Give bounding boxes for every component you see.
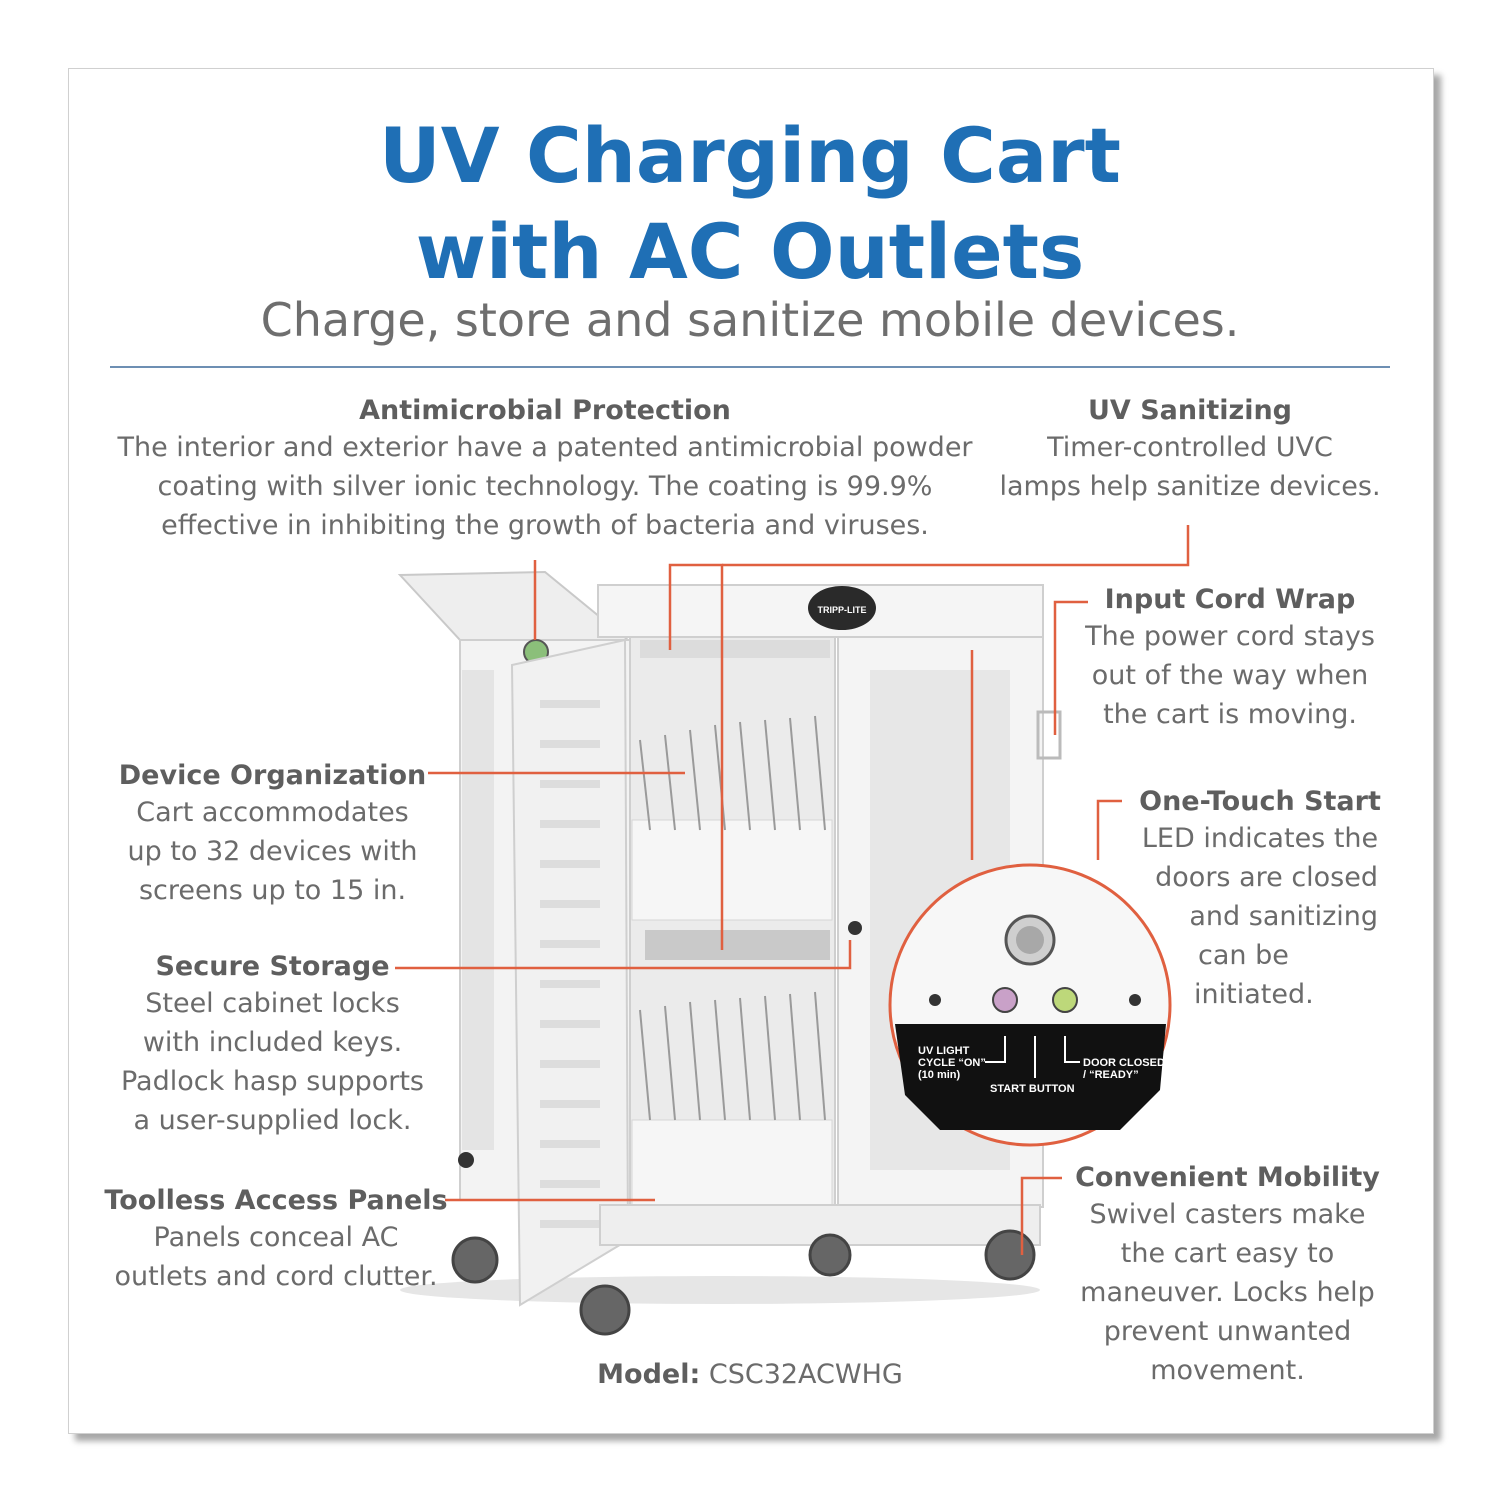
feature-line: Timer-controlled UVC <box>1047 432 1333 463</box>
door-label-2: / “READY” <box>1083 1069 1139 1081</box>
cart-interior <box>629 636 836 1208</box>
feature-line: maneuver. Locks help <box>1080 1277 1375 1308</box>
cord-wrap-hook <box>1036 710 1062 760</box>
feature-device-organization: Device Organization Cart accommodates up… <box>110 759 435 910</box>
feature-input-cord: Input Cord Wrap The power cord stays out… <box>1070 583 1390 734</box>
feature-line: The interior and exterior have a patente… <box>117 432 973 463</box>
feature-line: movement. <box>1150 1355 1305 1386</box>
feature-line: coating with silver ionic technology. Th… <box>157 471 933 502</box>
caster-wheels <box>451 1229 1036 1336</box>
feature-line: lamps help sanitize devices. <box>999 471 1381 502</box>
feature-heading: UV Sanitizing <box>1087 395 1293 426</box>
brand-badge <box>808 586 876 630</box>
start-label: START BUTTON <box>990 1083 1075 1095</box>
divider <box>110 366 1390 368</box>
feature-heading: Antimicrobial Protection <box>359 395 731 426</box>
feature-mobility: Convenient Mobility Swivel casters make … <box>1065 1161 1390 1390</box>
uv-label-1: UV LIGHT <box>918 1045 970 1057</box>
title-line-2: with AC Outlets <box>415 207 1085 296</box>
feature-line: the cart easy to <box>1120 1238 1335 1269</box>
model-number: Model: CSC32ACWHG <box>560 1358 940 1392</box>
title-line-1: UV Charging Cart <box>379 111 1121 200</box>
subtitle: Charge, store and sanitize mobile device… <box>260 293 1240 347</box>
device-dividers-upper <box>639 715 826 831</box>
page-title: UV Charging Cart with AC Outlets <box>0 108 1500 300</box>
feature-heading: One-Touch Start <box>1139 786 1381 817</box>
screw-right-icon <box>1129 994 1141 1006</box>
feature-antimicrobial: Antimicrobial Protection The interior an… <box>108 394 982 545</box>
door-label-1: DOOR CLOSED <box>1083 1057 1165 1069</box>
shelf-lower <box>631 1119 833 1211</box>
feature-line: The power cord stays <box>1085 621 1375 652</box>
lock-icon <box>848 921 862 935</box>
vent-strip <box>645 930 830 960</box>
feature-line: LED indicates the <box>1141 823 1379 854</box>
feature-line: and sanitizing <box>1189 901 1378 932</box>
brand-badge-text: TRIPP-LITE <box>818 605 867 615</box>
feature-heading: Device Organization <box>118 760 427 791</box>
feature-line: can be <box>1198 940 1289 971</box>
uv-lamp-bar <box>640 640 830 658</box>
floor-shadow <box>400 1276 1040 1304</box>
cart-lid-left <box>397 570 631 641</box>
uv-label-3: (10 min) <box>918 1069 961 1081</box>
feature-line: Padlock hasp supports <box>120 1066 424 1097</box>
feature-line: Panels conceal AC <box>153 1222 399 1253</box>
control-panel-label-strip <box>895 1024 1166 1130</box>
device-dividers-lower <box>639 991 826 1121</box>
uv-led-icon <box>992 987 1018 1013</box>
side-vent <box>462 670 494 1150</box>
power-switch-icon <box>458 1152 474 1168</box>
feature-line: Cart accommodates <box>136 797 409 828</box>
model-label: Model: <box>597 1359 701 1390</box>
leader-lines <box>395 525 1190 1255</box>
screw-left-icon <box>929 994 941 1006</box>
feature-heading: Convenient Mobility <box>1075 1162 1380 1193</box>
feature-uv-sanitizing: UV Sanitizing Timer-controlled UVC lamps… <box>990 394 1390 506</box>
feature-line: doors are closed <box>1155 862 1378 893</box>
feature-line: out of the way when <box>1091 660 1369 691</box>
feature-line: up to 32 devices with <box>127 836 418 867</box>
feature-toolless: Toolless Access Panels Panels conceal AC… <box>100 1184 452 1296</box>
feature-line: the cart is moving. <box>1103 699 1357 730</box>
feature-line: Swivel casters make <box>1089 1199 1366 1230</box>
feature-heading: Input Cord Wrap <box>1104 584 1356 615</box>
feature-line: a user-supplied lock. <box>133 1105 412 1136</box>
feature-one-touch: One-Touch Start LED indicates the doors … <box>1130 785 1390 1014</box>
feature-line: outlets and cord clutter. <box>114 1261 438 1292</box>
uv-label-2: CYCLE “ON” <box>918 1057 986 1069</box>
feature-line: prevent unwanted <box>1103 1316 1352 1347</box>
feature-line: with included keys. <box>142 1027 403 1058</box>
feature-heading: Toolless Access Panels <box>104 1185 448 1216</box>
feature-heading: Secure Storage <box>155 951 390 982</box>
feature-line: screens up to 15 in. <box>138 875 407 906</box>
feature-line: initiated. <box>1194 979 1314 1010</box>
ready-led-icon <box>1052 987 1078 1013</box>
model-value: CSC32ACWHG <box>708 1359 903 1390</box>
feature-line: effective in inhibiting the growth of ba… <box>161 510 929 541</box>
door-left-vents <box>540 700 600 1228</box>
feature-secure-storage: Secure Storage Steel cabinet locks with … <box>110 950 435 1140</box>
feature-line: Steel cabinet locks <box>145 988 400 1019</box>
shelf-upper <box>631 819 833 921</box>
